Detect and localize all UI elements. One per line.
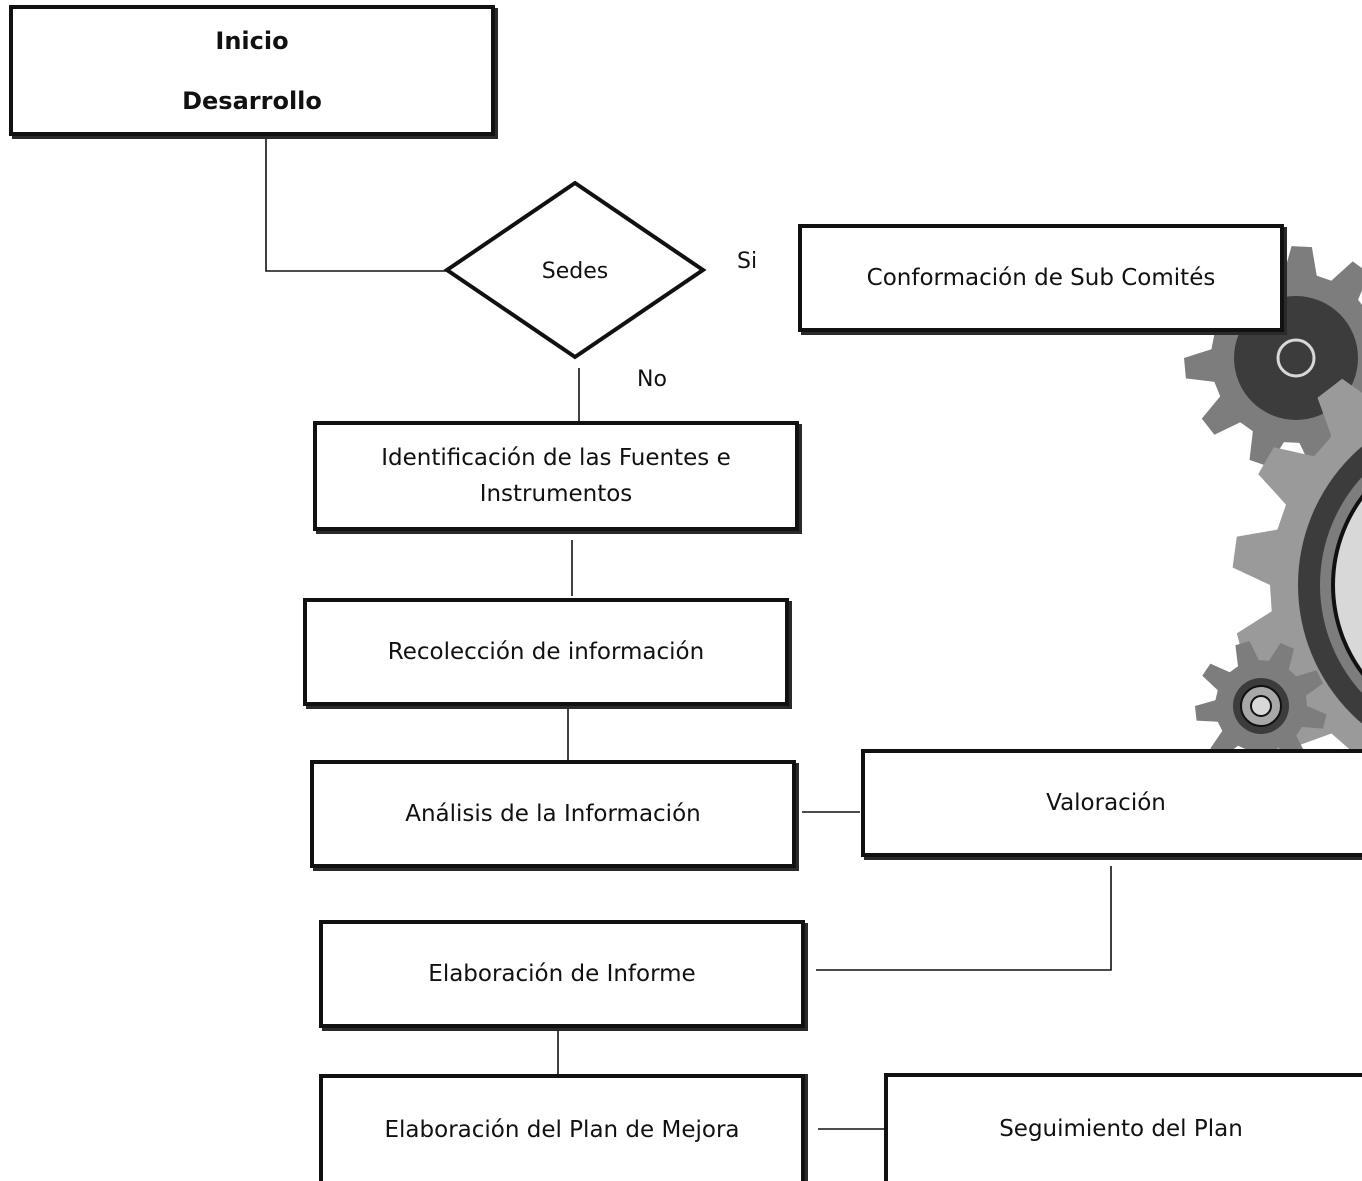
no-label: No [637,367,667,392]
connector-start-to-decision [265,136,448,272]
gear-icon [1195,641,1327,772]
subcommittees-box: Conformación de Sub Comités [798,224,1284,332]
improvement-plan-box: Elaboración del Plan de Mejora [319,1074,805,1181]
start-box: Inicio Desarrollo [9,5,495,136]
gear-icon [1232,378,1362,803]
report-box: Elaboración de Informe [319,920,805,1028]
start-title: Inicio [215,26,289,55]
yes-label: Si [737,249,758,274]
decision-shape [443,180,707,360]
analysis-box: Análisis de la Información [310,760,796,868]
collection-box: Recolección de información [303,598,789,706]
decision-label: Sedes [541,259,609,284]
start-subtitle: Desarrollo [182,86,322,115]
identification-box: Identificación de las Fuentes e Instrume… [313,421,799,531]
plan-followup-box: Seguimiento del Plan [884,1073,1362,1181]
valuation-box: Valoración [861,749,1362,857]
connector-valuation-to-report [816,866,1112,971]
